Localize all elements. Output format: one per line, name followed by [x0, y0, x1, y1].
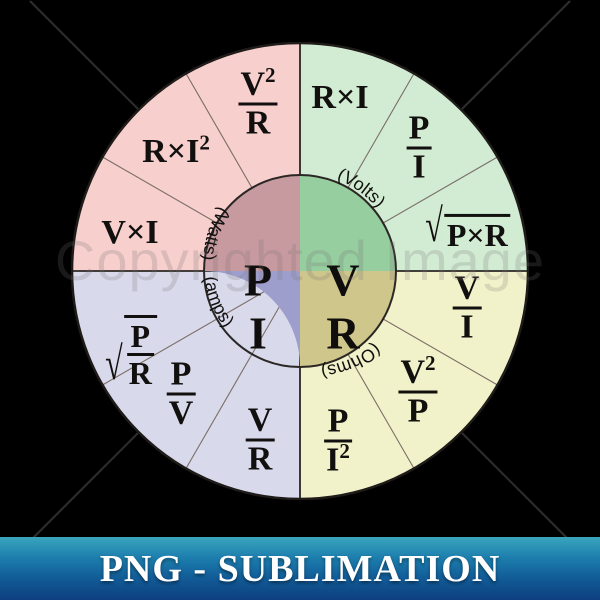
outer-ring-quadrants	[72, 43, 528, 499]
hub-quadrants	[204, 175, 396, 367]
hub-resistance	[300, 271, 396, 367]
hub-power	[204, 175, 300, 271]
sector-group-current	[72, 271, 300, 499]
hub-current	[204, 271, 300, 367]
banner-label: PNG - SUBLIMATION	[99, 547, 501, 590]
hub-voltage	[300, 175, 396, 271]
formula-wheel: (Watts) (Volts) (amps) (Ohms) P V I R V×…	[71, 42, 529, 500]
wheel-outline	[71, 42, 529, 500]
sublimation-banner: PNG - SUBLIMATION	[0, 537, 600, 600]
hub-outline	[203, 174, 397, 368]
formula-wheel-svg: (Watts) (Volts) (amps) (Ohms)	[71, 42, 529, 500]
